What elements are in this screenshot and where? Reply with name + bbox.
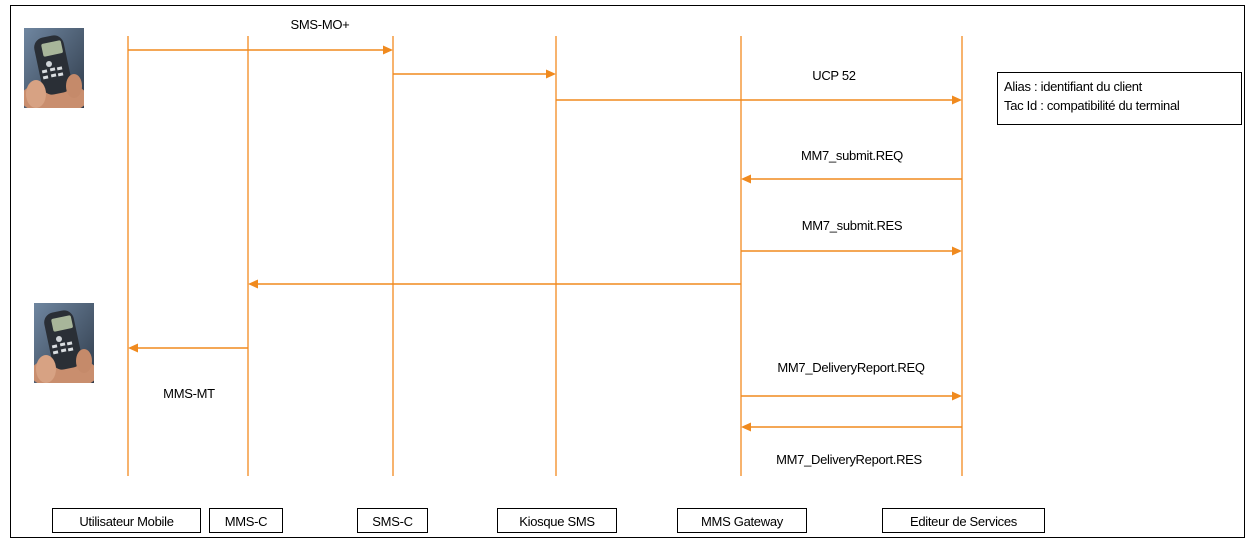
message-arrow <box>741 422 962 432</box>
note-alias: Alias : identifiant du client <box>1004 79 1142 94</box>
message-arrow <box>741 246 962 256</box>
actor-sms-c: SMS-C <box>357 508 428 533</box>
message-label-mms-mt: MMS-MT <box>163 386 215 401</box>
message-label-mm7-submit-res: MM7_submit.RES <box>801 218 903 233</box>
actor-mms-c: MMS-C <box>209 508 283 533</box>
message-label-deliveryreport-res: MM7_DeliveryReport.RES <box>776 452 922 467</box>
mobile-phone-icon <box>34 303 94 383</box>
message-arrow <box>393 69 556 79</box>
actor-editeur-de-services: Editeur de Services <box>882 508 1045 533</box>
mobile-phone-icon <box>24 28 84 108</box>
message-label-ucp52: UCP 52 <box>812 68 856 83</box>
message-arrow <box>556 95 962 105</box>
message-arrow <box>741 391 962 401</box>
note-box: Alias : identifiant du client Tac Id : c… <box>997 72 1242 125</box>
actor-utilisateur-mobile: Utilisateur Mobile <box>52 508 201 533</box>
message-arrow <box>741 174 962 184</box>
message-arrow <box>128 45 393 55</box>
actor-kiosque-sms: Kiosque SMS <box>497 508 617 533</box>
message-arrow <box>128 343 248 353</box>
message-arrow <box>248 279 741 289</box>
actor-mms-gateway: MMS Gateway <box>677 508 807 533</box>
message-label-mm7-submit-req: MM7_submit.REQ <box>801 148 903 163</box>
diagram-frame <box>10 5 1245 538</box>
note-tacid: Tac Id : compatibilité du terminal <box>1004 98 1180 113</box>
message-label-deliveryreport-req: MM7_DeliveryReport.REQ <box>777 360 925 375</box>
message-label-sms-mo: SMS-MO+ <box>290 17 350 32</box>
